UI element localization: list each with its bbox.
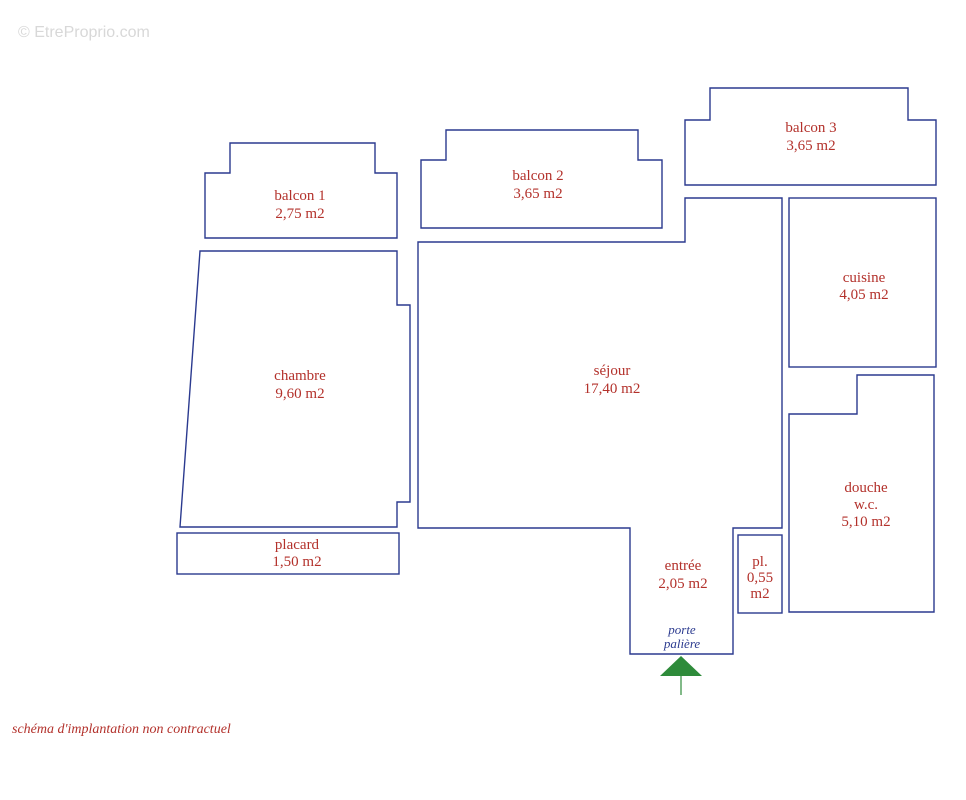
- watermark: © EtreProprio.com: [18, 24, 150, 41]
- cuisine-name: cuisine: [843, 270, 886, 286]
- balcon-2-outline: [420, 129, 663, 229]
- sejour-area: 17,40 m2: [584, 381, 641, 397]
- balcon-3-name: balcon 3: [785, 120, 836, 136]
- chambre-name: chambre: [274, 368, 326, 384]
- balcon-3-area: 3,65 m2: [786, 138, 835, 154]
- door-label-line2: palière: [663, 636, 701, 651]
- balcon-1-name: balcon 1: [274, 188, 325, 204]
- cuisine-area: 4,05 m2: [839, 287, 888, 303]
- balcon-3-outline: [684, 87, 937, 186]
- balcon-1-area: 2,75 m2: [275, 206, 324, 222]
- disclaimer: schéma d'implantation non contractuel: [12, 722, 231, 737]
- wc-name: w.c.: [854, 497, 878, 513]
- pl-name: pl.: [752, 554, 767, 570]
- douche-name: douche: [844, 480, 888, 496]
- entree-area: 2,05 m2: [658, 576, 707, 592]
- entree-name: entrée: [665, 558, 702, 574]
- placard-outline: [176, 532, 400, 575]
- balcon-2-area: 3,65 m2: [513, 186, 562, 202]
- pl-area-value: 0,55: [747, 570, 773, 586]
- entrance-arrow-icon: [660, 656, 702, 676]
- balcon-1-outline: [204, 142, 398, 239]
- balcon-2-name: balcon 2: [512, 168, 563, 184]
- douche-wc-outline: [788, 374, 935, 613]
- chambre-area: 9,60 m2: [275, 386, 324, 402]
- pl-area-unit: m2: [750, 586, 769, 602]
- douche-area: 5,10 m2: [841, 514, 890, 530]
- cuisine-outline: [788, 197, 937, 368]
- placard-name: placard: [275, 537, 320, 553]
- pl-outline: [737, 534, 783, 614]
- chambre-outline: [179, 250, 411, 528]
- door-label-line1: porte: [667, 622, 696, 637]
- sejour-entree-outline: [417, 197, 783, 655]
- placard-area: 1,50 m2: [272, 554, 321, 570]
- sejour-name: séjour: [594, 363, 631, 379]
